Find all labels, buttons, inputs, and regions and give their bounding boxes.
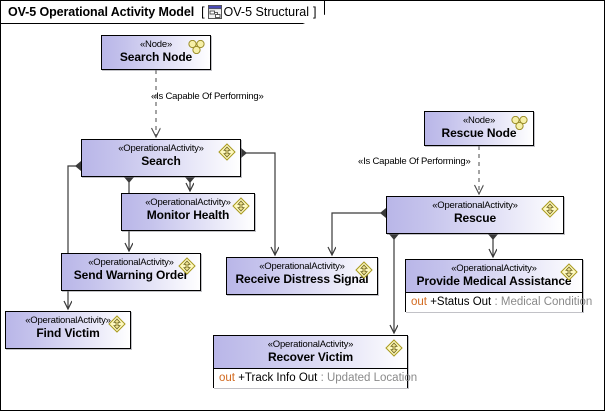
node-search-node[interactable]: «Node» Search Node [101, 35, 211, 70]
activity-stereotype: «OperationalActivity» [88, 257, 174, 268]
activity-receive-distress-signal[interactable]: «OperationalActivity» Receive Distress S… [226, 257, 378, 295]
activity-header: «OperationalActivity» Recover Victim [214, 336, 407, 368]
activity-name: Search [141, 154, 181, 168]
activity-stereotype: «OperationalActivity» [432, 200, 518, 211]
activity-search[interactable]: «OperationalActivity» Search [81, 139, 241, 177]
edge-rescue-to-receive-distress-signal [332, 208, 392, 255]
activity-header: «OperationalActivity» Receive Distress S… [227, 258, 377, 294]
parameter-separator: : [494, 296, 498, 308]
parameter-separator: : [320, 372, 324, 384]
parameter-name: +Track Info Out [238, 372, 318, 384]
activity-icon [385, 339, 403, 357]
parameter-direction: out [219, 372, 235, 384]
activity-stereotype: «OperationalActivity» [267, 339, 354, 350]
activity-icon [218, 143, 236, 161]
activity-icon [108, 315, 126, 333]
activity-monitor-health[interactable]: «OperationalActivity» Monitor Health [121, 193, 255, 231]
activity-name: Find Victim [36, 326, 100, 340]
activity-header: «OperationalActivity» Find Victim [6, 312, 130, 348]
bracket-close: ] [313, 5, 317, 19]
activity-stereotype: «OperationalActivity» [145, 197, 231, 208]
structural-diagram-icon [207, 5, 222, 19]
activity-recover-victim[interactable]: «OperationalActivity» Recover Victim out… [213, 335, 417, 388]
activity-header: «OperationalActivity» Monitor Health [122, 194, 254, 230]
activity-rescue[interactable]: «OperationalActivity» Rescue [386, 196, 564, 234]
activity-name: Receive Distress Signal [235, 272, 369, 286]
edge-rescue-to-recover-victim [389, 228, 399, 333]
diagram-subtitle: OV-5 Structural [223, 5, 309, 19]
activity-parameter-row: out +Track Info Out : Updated Location [214, 368, 417, 388]
node-stereotype: «Node» [139, 39, 173, 50]
activity-icon [232, 197, 250, 215]
diagram-frame-title: OV-5 Operational Activity Model [ OV-5 S… [1, 1, 326, 24]
activity-stereotype: «OperationalActivity» [118, 143, 204, 154]
parameter-name: +Status Out [430, 296, 492, 308]
bracket-open: [ [201, 5, 205, 19]
edge-label-rescue-capable: «Is Capable Of Performing» [358, 156, 471, 167]
parameter-direction: out [411, 296, 427, 308]
activity-stereotype: «OperationalActivity» [451, 263, 537, 274]
activity-name: Monitor Health [146, 208, 230, 222]
activity-name: Recover Victim [267, 350, 354, 364]
node-rescue-node[interactable]: «Node» Rescue Node [424, 111, 534, 146]
node-name: Search Node [119, 50, 193, 64]
activity-header: «OperationalActivity» Provide Medical As… [406, 260, 582, 292]
activity-icon [355, 261, 373, 279]
activity-header: «OperationalActivity» Send Warning Order [62, 254, 200, 290]
node-name: Rescue Node [441, 126, 517, 140]
activity-find-victim[interactable]: «OperationalActivity» Find Victim [5, 311, 131, 349]
activity-name: Rescue [453, 211, 497, 225]
activity-icon [541, 200, 559, 218]
node-header: «Node» Rescue Node [425, 112, 533, 145]
activity-name: Provide Medical Assistance [416, 274, 572, 288]
parameter-type: Updated Location [326, 372, 418, 384]
node-icon [511, 116, 528, 130]
node-stereotype: «Node» [462, 115, 496, 126]
node-icon [188, 40, 205, 54]
activity-stereotype: «OperationalActivity» [25, 315, 111, 326]
activity-icon [560, 263, 578, 281]
activity-header: «OperationalActivity» Search [82, 140, 240, 176]
activity-parameter-row: out +Status Out : Medical Condition [406, 292, 592, 312]
node-header: «Node» Search Node [102, 36, 210, 69]
page-title: OV-5 Operational Activity Model [8, 5, 195, 19]
activity-header: «OperationalActivity» Rescue [387, 197, 563, 233]
activity-name: Send Warning Order [73, 268, 189, 282]
parameter-type: Medical Condition [500, 296, 593, 308]
edge-label-search-capable: «Is Capable Of Performing» [151, 91, 264, 102]
activity-icon [178, 257, 196, 275]
activity-send-warning-order[interactable]: «OperationalActivity» Send Warning Order [61, 253, 201, 291]
activity-stereotype: «OperationalActivity» [259, 261, 345, 272]
activity-provide-medical-assistance[interactable]: «OperationalActivity» Provide Medical As… [405, 259, 592, 312]
